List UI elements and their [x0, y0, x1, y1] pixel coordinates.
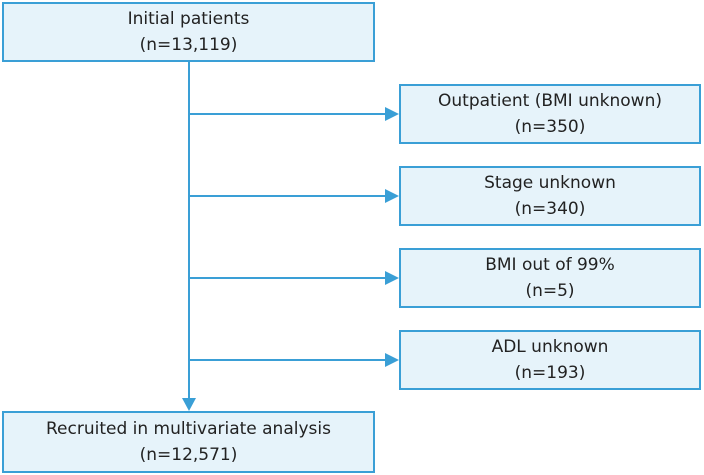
exclusion-count: (n=340)	[514, 199, 586, 219]
exclusion-label: Outpatient (BMI unknown)	[438, 91, 662, 111]
final-recruited-box: Recruited in multivariate analysis (n=12…	[2, 411, 375, 473]
exclusion-box-stage: Stage unknown (n=340)	[399, 166, 701, 226]
initial-patients-count: (n=13,119)	[139, 35, 238, 55]
initial-patients-box: Initial patients (n=13,119)	[2, 2, 375, 62]
exclusion-count: (n=350)	[514, 117, 586, 137]
exclusion-count: (n=5)	[525, 281, 575, 301]
initial-patients-label: Initial patients	[127, 9, 250, 29]
exclusion-box-outpatient: Outpatient (BMI unknown) (n=350)	[399, 84, 701, 144]
arrow-to-stage-box	[385, 189, 399, 203]
final-recruited-count: (n=12,571)	[139, 445, 238, 465]
exclusion-box-bmi: BMI out of 99% (n=5)	[399, 248, 701, 308]
arrow-to-adl-box	[385, 353, 399, 367]
exclusion-box-adl: ADL unknown (n=193)	[399, 330, 701, 390]
exclusion-label: BMI out of 99%	[485, 255, 615, 275]
arrow-to-outpatient-box	[385, 107, 399, 121]
exclusion-label: ADL unknown	[491, 337, 609, 357]
arrow-to-final-box	[182, 398, 196, 411]
exclusion-count: (n=193)	[514, 363, 586, 383]
exclusion-label: Stage unknown	[484, 173, 616, 193]
final-recruited-label: Recruited in multivariate analysis	[46, 419, 331, 439]
arrow-to-bmi-box	[385, 271, 399, 285]
